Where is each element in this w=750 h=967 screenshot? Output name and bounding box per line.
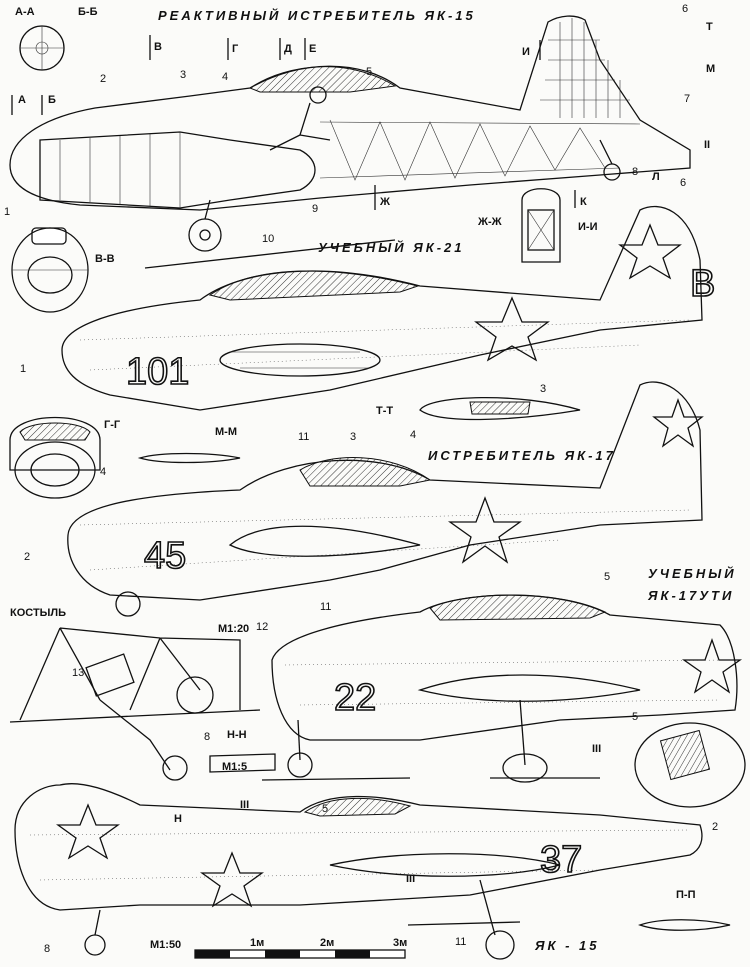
cut-n: Н <box>174 813 182 825</box>
callout-10a: 10 <box>262 233 274 245</box>
cut-e: Е <box>309 43 316 55</box>
cut-a: А <box>18 94 26 106</box>
kostyl-label: КОСТЫЛЬ <box>10 607 66 619</box>
callout-1b: 1 <box>20 363 26 375</box>
yak17-star-tail <box>652 398 704 448</box>
callout-2a: 2 <box>100 73 106 85</box>
cut-d: Д <box>284 43 292 55</box>
scale-m120: М1:20 <box>218 623 249 635</box>
bottom-title: ЯК - 15 <box>534 938 599 953</box>
scale-bar <box>194 949 406 959</box>
yak15-cutaway-view <box>9 15 691 269</box>
cut-ii: II <box>704 139 710 151</box>
section-zhzh-label: Ж-Ж <box>477 216 502 228</box>
section-aa-drawing <box>19 25 65 71</box>
cut-iii-b: III <box>240 799 249 811</box>
callout-5a: 5 <box>366 66 372 78</box>
uti-number-marking: 22 <box>334 677 376 719</box>
callout-13: 13 <box>72 667 84 679</box>
section-tt-label: Т-Т <box>376 405 393 417</box>
callout-4a: 4 <box>222 71 228 83</box>
callout-1a: 1 <box>4 206 10 218</box>
uti-star-tail <box>681 638 743 694</box>
callout-4b: 4 <box>410 429 416 441</box>
callout-8c: 8 <box>44 943 50 955</box>
callout-11a: 11 <box>298 431 309 443</box>
scale-m150: М1:50 <box>150 939 181 951</box>
cut-i: И <box>522 46 530 58</box>
yak15-star-tail <box>55 803 121 860</box>
yak17-number-marking: 45 <box>144 535 186 577</box>
section-nn-label: Н-Н <box>227 729 247 741</box>
scale-2m: 2м <box>320 937 334 949</box>
callout-2c: 2 <box>712 821 718 833</box>
yak17-star-fuselage <box>447 496 523 564</box>
cut-l: Л <box>652 171 660 183</box>
cut-zh: Ж <box>379 196 390 208</box>
main-title: РЕАКТИВНЫЙ ИСТРЕБИТЕЛЬ ЯК-15 <box>158 7 476 23</box>
callout-3c: 3 <box>540 383 546 395</box>
yak21-star-fuselage <box>474 296 550 362</box>
callout-2b: 2 <box>24 551 30 563</box>
yak21-number-marking: 101 <box>126 351 189 393</box>
callout-3b: 3 <box>350 431 356 443</box>
uti-title-line1: УЧЕБНЫЙ <box>648 565 737 581</box>
cut-g: Г <box>232 43 239 55</box>
cut-iii-a: III <box>592 743 601 755</box>
section-mm-airfoil <box>137 452 241 464</box>
yak15-star-fuselage <box>199 851 265 908</box>
callout-7a: 7 <box>684 93 690 105</box>
section-bb: Б-Б <box>78 6 98 18</box>
callout-5c: 5 <box>632 711 638 723</box>
cut-b: Б <box>48 94 56 106</box>
scale-1m: 1м <box>250 937 264 949</box>
callout-9a: 9 <box>312 203 318 215</box>
section-pp-airfoil <box>638 919 731 931</box>
section-ii-label: И-И <box>578 221 598 233</box>
cut-m: М <box>706 63 715 75</box>
section-mm-label: М-М <box>215 426 237 438</box>
scale-3m: 3м <box>393 937 407 949</box>
section-aa: А-А <box>15 6 35 18</box>
section-pp-label: П-П <box>676 889 696 901</box>
section-vv-label: В-В <box>95 253 115 265</box>
callout-5d: 5 <box>322 803 328 815</box>
callout-3a: 3 <box>180 69 186 81</box>
yak21-side-view: В <box>61 205 716 411</box>
tail-skid-drawing <box>9 627 261 781</box>
callout-5b: 5 <box>604 571 610 583</box>
yak17-side-view <box>67 381 703 617</box>
callout-11c: 11 <box>455 936 466 948</box>
section-gg-label: Г-Г <box>104 419 121 431</box>
uti-title-line2: ЯК-17УТИ <box>647 588 734 603</box>
seat-detail-drawing <box>634 722 746 808</box>
cut-v: В <box>154 41 162 53</box>
yak17uti-side-view <box>261 594 738 783</box>
callout-8b: 8 <box>204 731 210 743</box>
yak21-letter-marking: В <box>690 263 715 305</box>
yak15-number-marking: 37 <box>540 839 582 881</box>
yak17-title: ИСТРЕБИТЕЛЬ ЯК-17 <box>428 448 616 463</box>
callout-6b: 6 <box>680 177 686 189</box>
section-tt-airfoil <box>419 396 581 421</box>
cut-t: Т <box>706 21 713 33</box>
callout-8a: 8 <box>632 166 638 178</box>
section-zhzh-drawing <box>521 188 561 263</box>
section-nn-drawing <box>209 753 276 773</box>
cut-k: К <box>580 196 587 208</box>
callout-4c: 4 <box>100 466 106 478</box>
callout-12a: 12 <box>256 621 268 633</box>
yak15-side-view <box>14 783 703 960</box>
section-vv-drawing <box>11 227 89 313</box>
section-tt-spar <box>469 401 531 415</box>
callout-11b: 11 <box>320 601 331 613</box>
yak21-star-tail <box>618 223 682 280</box>
cut-iii-c: III <box>406 873 415 885</box>
yak21-title: УЧЕБНЫЙ ЯК-21 <box>318 239 465 255</box>
scale-m15: М1:5 <box>222 761 247 773</box>
callout-6a: 6 <box>682 3 688 15</box>
section-gg-drawing <box>9 416 101 499</box>
